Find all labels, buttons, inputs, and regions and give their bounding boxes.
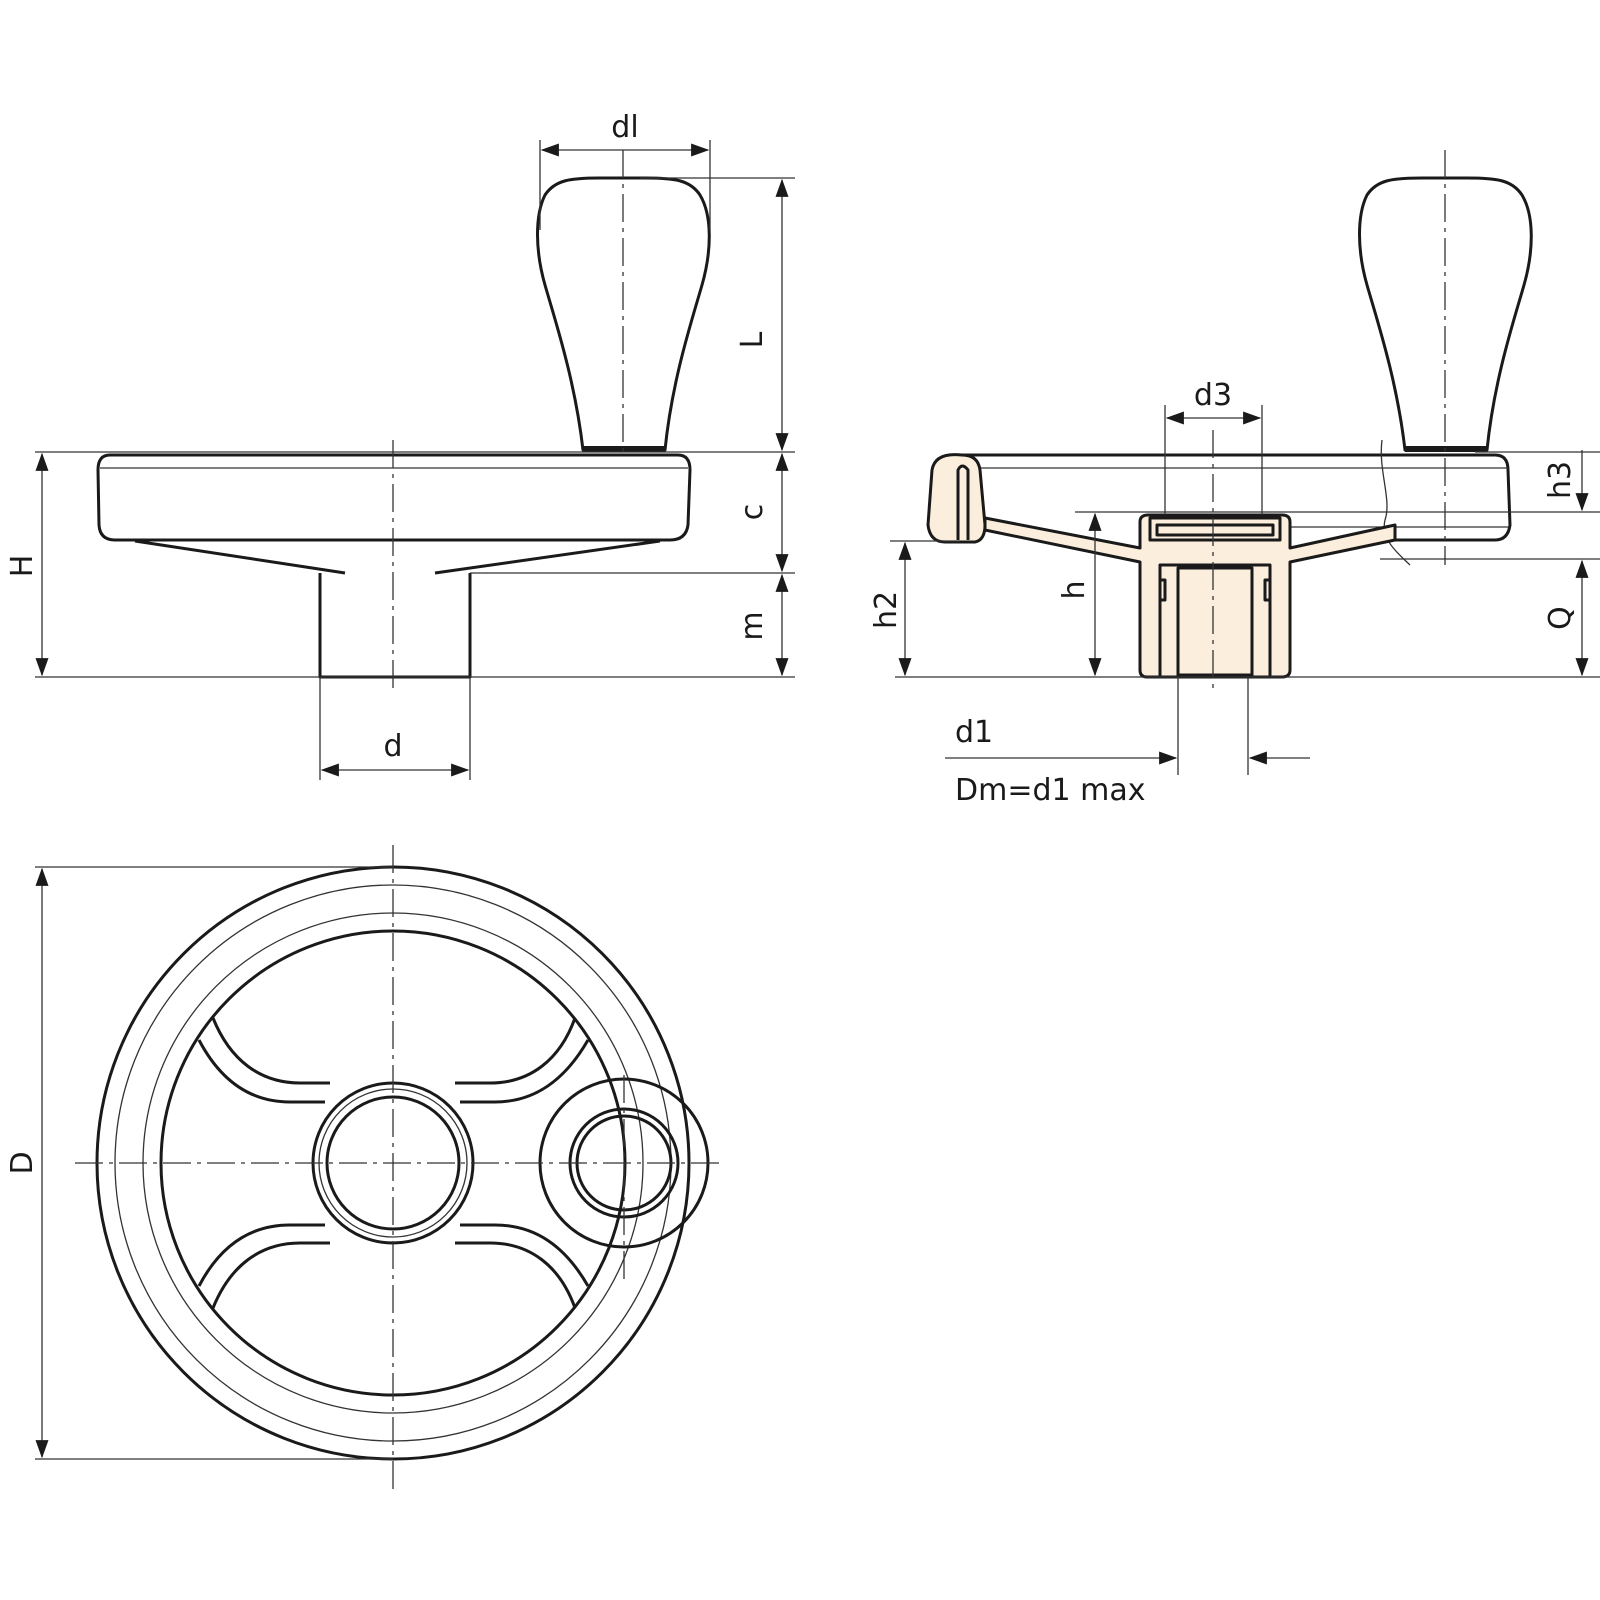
dim-m-label: m	[735, 611, 770, 640]
dim-h2-label: h2	[869, 591, 904, 629]
hub-bore	[325, 1095, 461, 1231]
dim-dl-label: dl	[611, 110, 638, 145]
bore-insert	[1148, 516, 1282, 542]
top-view: D	[5, 845, 720, 1490]
upper-spokes	[197, 1017, 590, 1104]
dim-h-label: h	[1057, 580, 1092, 599]
wheel-rim	[96, 453, 692, 542]
handle-knob-section	[1358, 176, 1533, 452]
hub	[318, 573, 472, 679]
dim-H-label: H	[5, 555, 40, 578]
wheel-rim-section	[960, 453, 1512, 542]
wheel-cone	[134, 539, 661, 575]
lower-spokes	[197, 1223, 590, 1309]
dim-Q-label: Q	[1543, 606, 1578, 630]
dim-c-label: c	[735, 504, 770, 521]
dim-d-label: d	[383, 729, 402, 764]
section-view: d3 h3 Q h2 h d1 Dm=d1 max	[869, 150, 1600, 808]
dim-d1-label: d1	[955, 715, 993, 750]
side-view: dl L c m H d	[5, 110, 795, 780]
dim-d3-label: d3	[1194, 378, 1232, 413]
dim-dm-label: Dm=d1 max	[955, 773, 1146, 808]
dim-L-label: L	[735, 331, 770, 348]
dim-h3-label: h3	[1543, 461, 1578, 499]
dim-D-label: D	[5, 1151, 40, 1174]
